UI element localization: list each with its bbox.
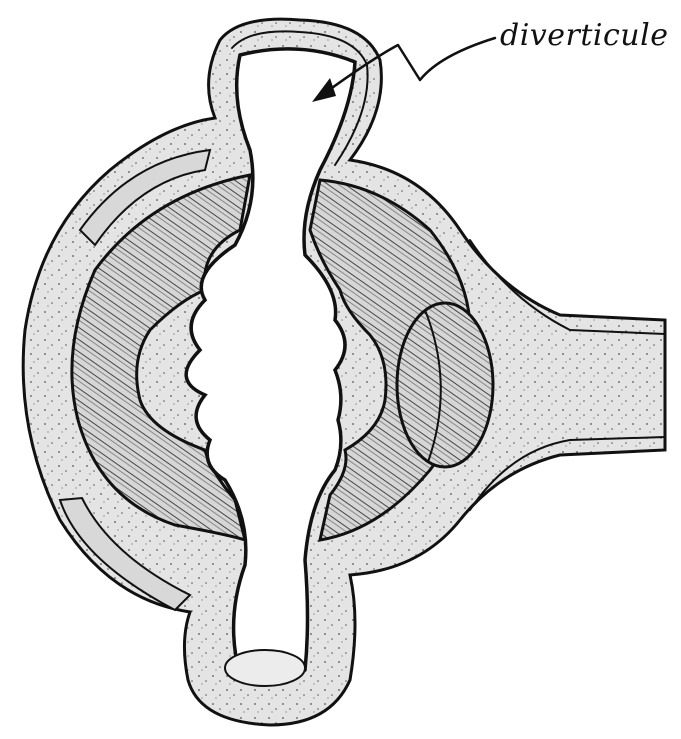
right-spherical-body [397,303,493,467]
lower-pouch [225,650,305,686]
diverticulum-label: diverticule [500,18,668,53]
